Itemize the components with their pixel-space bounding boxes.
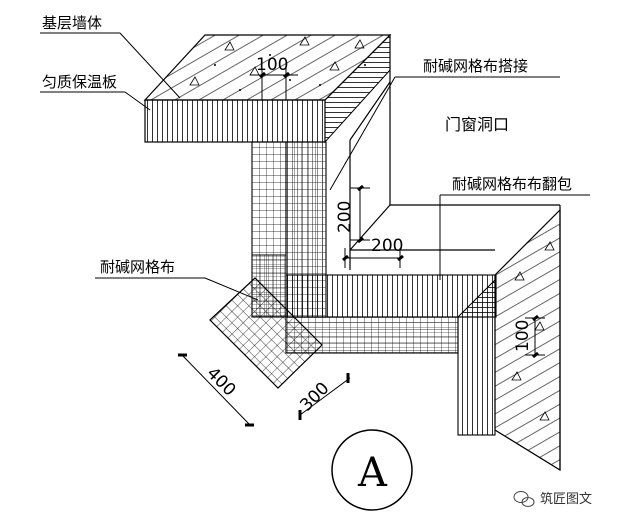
watermark: 筑匠图文 xyxy=(513,491,592,507)
insulation-sill xyxy=(285,274,497,354)
dim-300: 300 xyxy=(296,378,333,415)
label-base-wall: 基层墙体 xyxy=(42,14,102,32)
label-mesh-overlap: 耐碱网格布搭接 xyxy=(423,57,528,75)
detail-mark-letter: A xyxy=(357,450,388,496)
label-mesh: 耐碱网格布 xyxy=(100,258,175,276)
label-mesh-wrap: 耐碱网格布布翻包 xyxy=(452,175,572,193)
dim-200-vertical: 200 xyxy=(335,201,355,233)
dim-100-right: 100 xyxy=(513,320,533,352)
watermark-text: 筑匠图文 xyxy=(540,491,592,507)
label-insulation-board: 匀质保温板 xyxy=(42,73,117,91)
dim-400: 400 xyxy=(202,363,239,400)
dimension-lines xyxy=(181,60,545,426)
dim-200-horizontal: 200 xyxy=(371,236,403,256)
wechat-icon xyxy=(513,491,535,507)
leader-lines xyxy=(40,32,590,301)
detail-mark: A xyxy=(331,429,413,511)
dimension-ticks xyxy=(178,71,539,427)
base-wall-right xyxy=(456,208,561,472)
dim-100-top: 100 xyxy=(256,55,288,75)
label-opening: 门窗洞口 xyxy=(445,115,509,134)
